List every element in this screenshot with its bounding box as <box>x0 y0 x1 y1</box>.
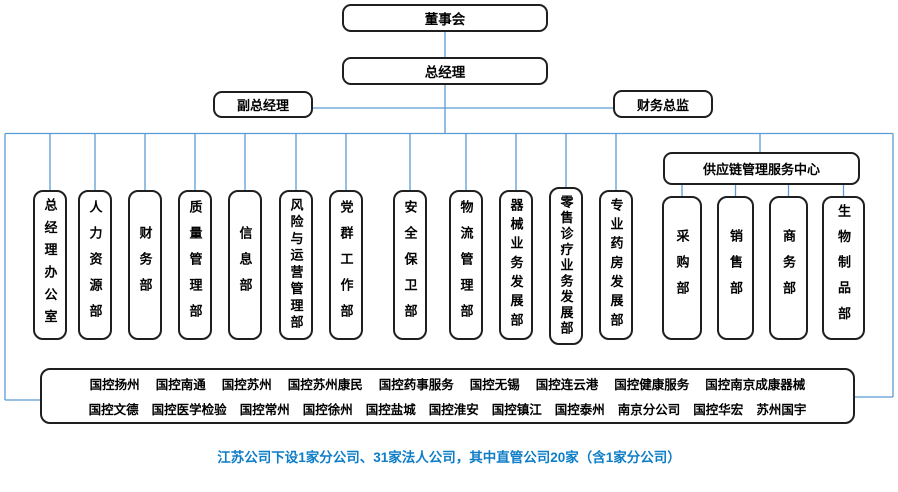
node-finance-director: 财务总监 <box>613 90 713 118</box>
company-name: 国控泰州 <box>554 403 605 417</box>
companies-row-1: 国控扬州 国控南通 国控苏州 国控苏州康民 国控药事服务 国控无锡 国控连云港 国控健康服务 国… <box>42 374 853 393</box>
companies-row-2: 国控文德国控医学检验国控常州国控徐州国控盐城国控淮安国控镇江国控泰州南京分公司国… <box>42 399 853 418</box>
node-deputy-general-manager: 副总经理 <box>213 91 313 118</box>
company-name: 国控南通 <box>155 378 206 392</box>
node-supply-chain-center: 供应链管理服务中心 <box>663 152 860 185</box>
department-box: 信息部 <box>228 190 262 340</box>
company-name: 国控镇江 <box>491 403 542 417</box>
company-name: 国控医学检验 <box>151 403 227 417</box>
department-box: 质量管理部 <box>178 190 212 340</box>
caption: 江苏公司下设1家分公司、31家法人公司，其中直管公司20家（含1家分公司） <box>217 450 681 465</box>
department-box: 风险与运营管理部 <box>279 190 313 340</box>
department-box: 物流管理部 <box>449 190 483 340</box>
department-box: 党群工作部 <box>329 190 363 340</box>
department-box: 零售诊疗业务发展部 <box>549 187 583 345</box>
supply-department-box: 商务部 <box>769 196 808 340</box>
supply-department-box: 销售部 <box>717 196 754 340</box>
company-name: 国控常州 <box>239 403 290 417</box>
supply-department-box: 生物制品部 <box>822 196 865 340</box>
company-name: 国控南京成康器械 <box>705 378 806 392</box>
company-name: 南京分公司 <box>617 403 681 417</box>
node-general-manager: 总经理 <box>342 57 548 85</box>
department-box: 安全保卫部 <box>393 190 427 340</box>
department-box: 财务部 <box>128 190 162 340</box>
company-name: 苏州国宇 <box>756 403 807 417</box>
company-name: 国控连云港 <box>535 378 599 392</box>
company-name: 国控淮安 <box>428 403 479 417</box>
node-board: 董事会 <box>342 4 548 32</box>
company-name: 国控健康服务 <box>614 378 690 392</box>
department-box: 器械业务发展部 <box>499 190 533 340</box>
company-name: 国控药事服务 <box>378 378 454 392</box>
department-box: 人力资源部 <box>78 190 112 340</box>
company-name: 国控无锡 <box>469 378 520 392</box>
company-name: 国控苏州康民 <box>287 378 363 392</box>
department-box: 专业药房发展部 <box>599 190 633 340</box>
company-name: 国控苏州 <box>221 378 272 392</box>
company-name: 国控华宏 <box>693 403 744 417</box>
company-name: 国控盐城 <box>365 403 416 417</box>
company-name: 国控徐州 <box>302 403 353 417</box>
company-name: 国控扬州 <box>89 378 140 392</box>
supply-department-box: 采购部 <box>662 196 702 340</box>
company-name: 国控文德 <box>88 403 139 417</box>
companies-box: 国控扬州国控南通国控苏州国控苏州康民国控药事服务国控无锡国控连云港国控健康服务国… <box>40 368 855 424</box>
department-box: 总经理办公室 <box>33 190 67 340</box>
